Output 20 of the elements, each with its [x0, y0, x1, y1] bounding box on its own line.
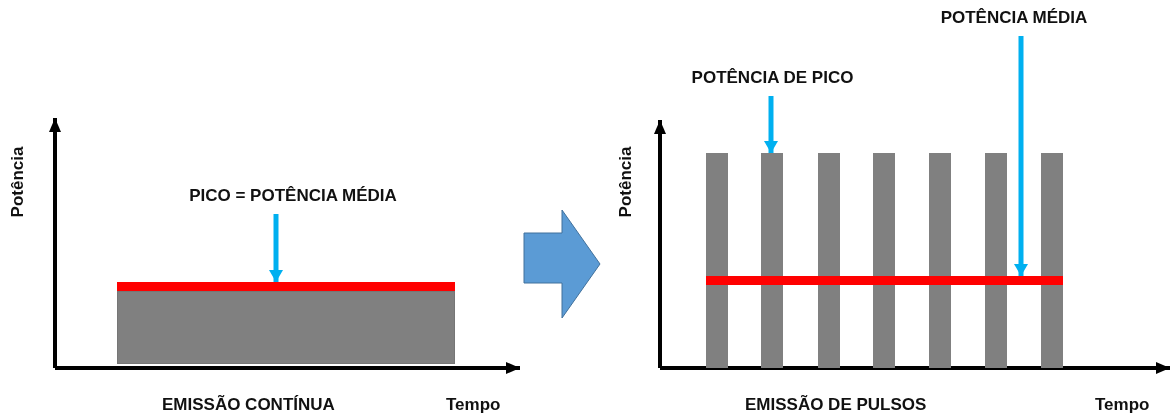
callout-text: PICO = POTÊNCIA MÉDIA	[189, 186, 397, 206]
pulse-bar	[1041, 153, 1063, 368]
leader-arrow	[269, 214, 283, 282]
pulse-bar	[873, 153, 895, 368]
axis-label: Tempo	[1095, 395, 1150, 415]
panel-caption: EMISSÃO CONTÍNUA	[162, 395, 335, 415]
panel-caption: EMISSÃO DE PULSOS	[745, 395, 927, 415]
pulse-bar	[985, 153, 1007, 368]
leader-arrow	[764, 96, 778, 153]
pulse-bar	[929, 153, 951, 368]
pulse-bar	[818, 153, 840, 368]
leader-arrow	[1014, 36, 1028, 276]
callout-text: POTÊNCIA DE PICO	[691, 68, 854, 88]
axis-label: Potência	[8, 145, 28, 220]
pulse-bar	[706, 153, 728, 368]
pulse-bar	[761, 153, 783, 368]
axis-label: Tempo	[446, 395, 501, 415]
power-block	[117, 291, 455, 364]
axis-label: Potência	[616, 145, 636, 220]
callout-text: POTÊNCIA MÉDIA	[940, 8, 1088, 28]
